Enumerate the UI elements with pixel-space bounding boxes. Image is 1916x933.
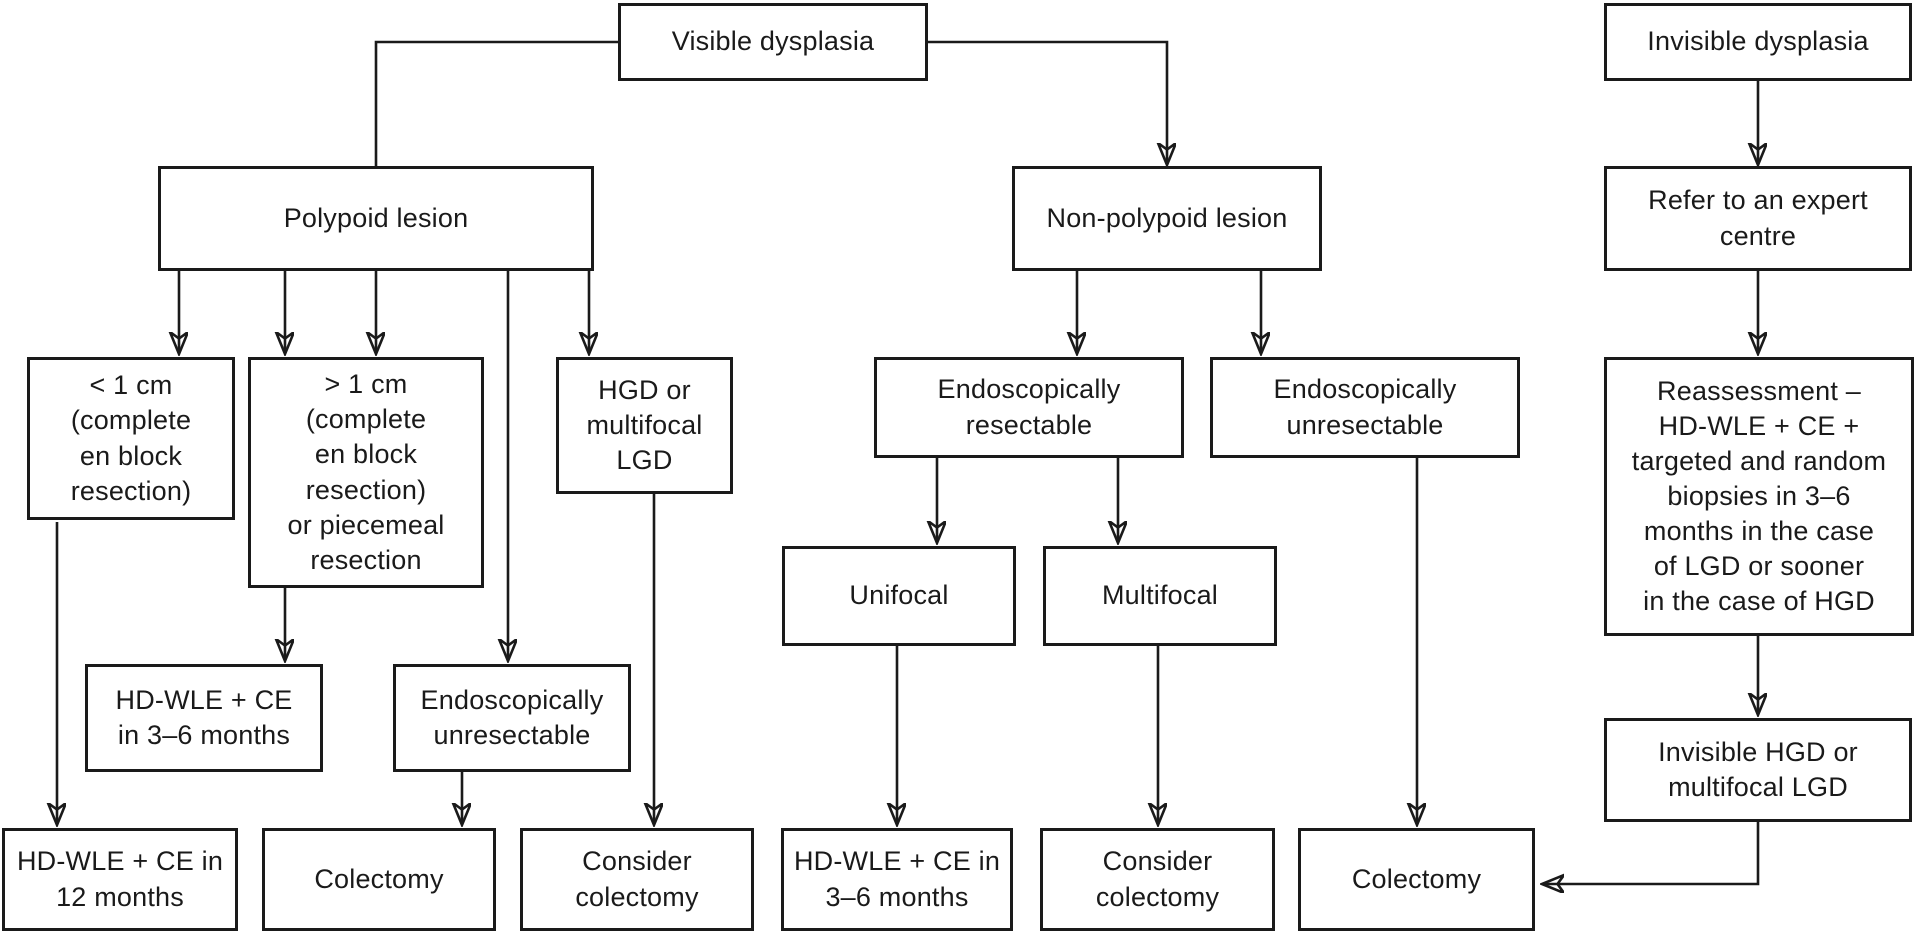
node-unifocal: Unifocal [782, 546, 1016, 646]
node-colectomy-left: Colectomy [262, 828, 496, 931]
node-hdwle-ce-3-6-months-bottom: HD-WLE + CE in 3–6 months [781, 828, 1013, 931]
node-invisible-dysplasia: Invisible dysplasia [1604, 3, 1912, 81]
node-multifocal: Multifocal [1043, 546, 1277, 646]
node-hdwle-ce-12-months: HD-WLE + CE in 12 months [2, 828, 238, 931]
node-consider-colectomy-right: Consider colectomy [1040, 828, 1275, 931]
node-non-polypoid-lesion: Non-polypoid lesion [1012, 166, 1322, 271]
edge-invisible-hgd-to-colectomy [1543, 822, 1760, 884]
node-consider-colectomy-left: Consider colectomy [520, 828, 754, 931]
node-endoscopically-unresectable-right: Endoscopically unresectable [1210, 357, 1520, 458]
node-visible-dysplasia: Visible dysplasia [618, 3, 928, 81]
node-invisible-hgd-or-multifocal-lgd: Invisible HGD or multifocal LGD [1604, 718, 1912, 822]
node-less-than-1cm: < 1 cm (complete en block resection) [27, 357, 235, 520]
edge-visible-to-nonpolypoid [928, 40, 1167, 164]
node-polypoid-lesion: Polypoid lesion [158, 166, 594, 271]
node-greater-than-1cm: > 1 cm (complete en block resection) or … [248, 357, 484, 588]
node-endoscopically-unresectable-left: Endoscopically unresectable [393, 664, 631, 772]
node-reassessment: Reassessment – HD-WLE + CE + targeted an… [1604, 357, 1914, 636]
node-hgd-or-multifocal-lgd: HGD or multifocal LGD [556, 357, 733, 494]
node-endoscopically-resectable: Endoscopically resectable [874, 357, 1184, 458]
node-colectomy-right: Colectomy [1298, 828, 1535, 931]
node-hdwle-ce-3-6-months: HD-WLE + CE in 3–6 months [85, 664, 323, 772]
node-refer-expert-centre: Refer to an expert centre [1604, 166, 1912, 271]
